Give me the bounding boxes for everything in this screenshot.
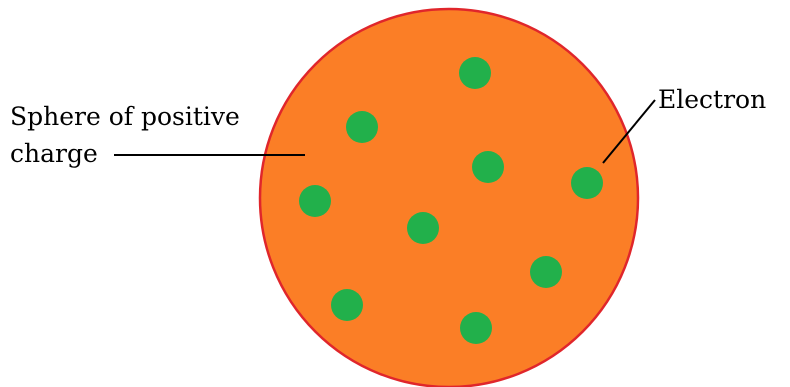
electron-dot — [407, 212, 439, 244]
electron-dot — [459, 57, 491, 89]
electron-dot — [460, 312, 492, 344]
sphere-label-line1: Sphere of positive — [10, 101, 240, 133]
electron-label: Electron — [658, 84, 766, 116]
sphere-label-line2: charge — [10, 138, 98, 170]
electron-dot — [299, 185, 331, 217]
electron-dot — [530, 256, 562, 288]
electron-dot — [331, 289, 363, 321]
electron-dot — [346, 111, 378, 143]
electron-dot — [472, 151, 504, 183]
electron-dot — [571, 167, 603, 199]
